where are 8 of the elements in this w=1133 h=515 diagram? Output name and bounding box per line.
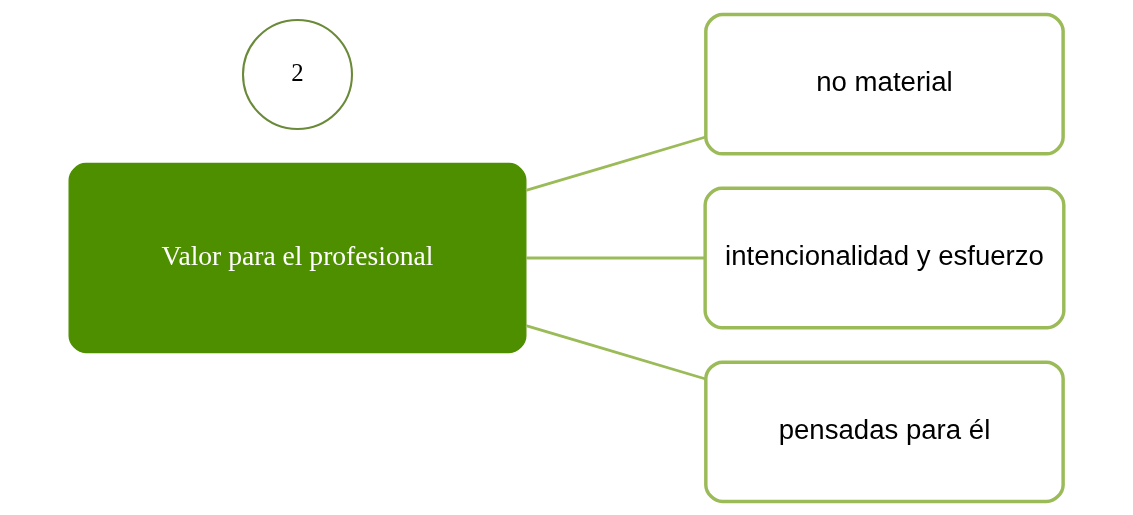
node-circle: 2 [241,18,354,130]
connector [525,323,707,380]
node-box: intencionalidad y esfuerzo [703,186,1066,329]
connector [526,256,705,259]
node-box: pensadas para él [704,359,1065,503]
node-box: Valor para el profesional [68,162,527,353]
node-box: no material [704,12,1065,156]
connector [525,135,707,192]
